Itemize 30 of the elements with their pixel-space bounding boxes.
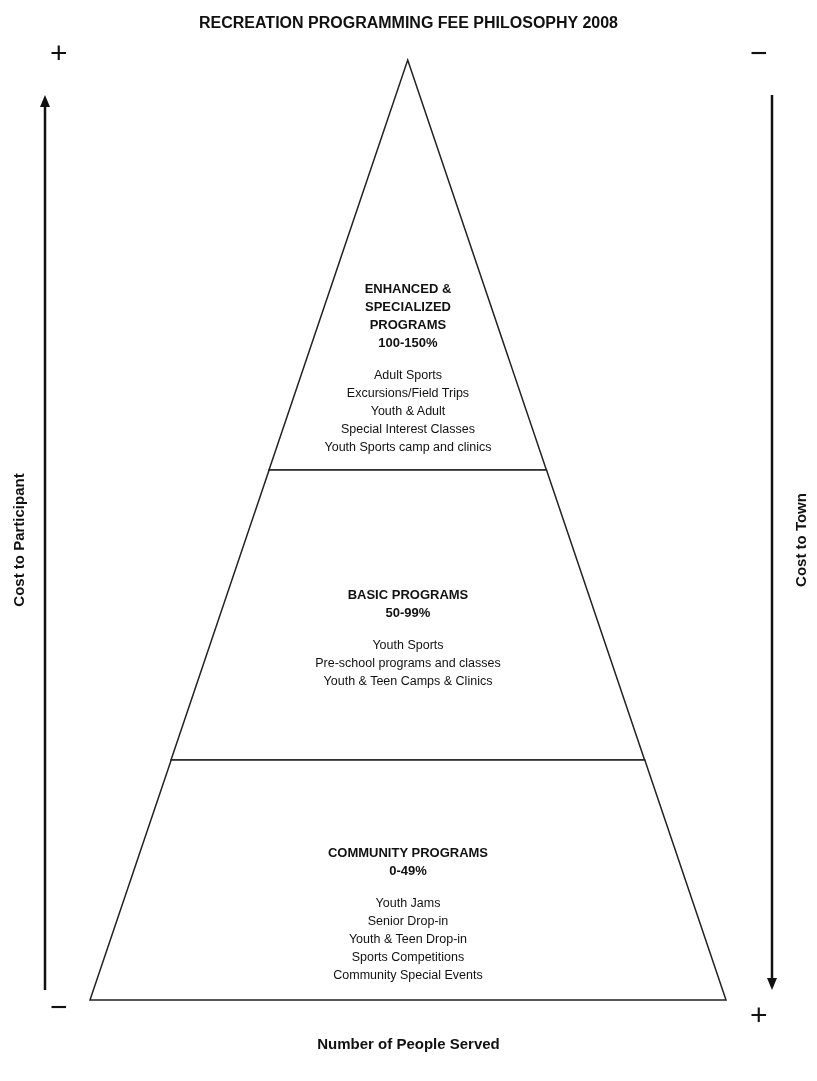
program-item: Sports Competitions <box>351 949 465 966</box>
program-item: Pre-school programs and classes <box>315 655 501 672</box>
program-item: Adult Sports <box>373 367 443 384</box>
program-item: Youth & Adult <box>370 403 446 420</box>
program-item: Senior Drop-in <box>367 913 449 930</box>
diagram-title: RECREATION PROGRAMMING FEE PHILOSOPHY 2008 <box>198 14 619 32</box>
pyramid-tier <box>90 760 726 1000</box>
tier-heading: BASIC PROGRAMS <box>347 586 469 604</box>
percentage-range: 0-49% <box>389 862 427 880</box>
pyramid-tier <box>269 60 547 470</box>
minus-sign: − <box>750 38 768 68</box>
program-item: Youth Sports camp and clinics <box>324 439 492 456</box>
percentage-range: 100-150% <box>378 334 438 352</box>
axis-label: Cost to Town <box>791 493 809 587</box>
program-item: Youth & Teen Drop-in <box>348 931 468 948</box>
minus-sign: − <box>50 992 68 1022</box>
plus-sign: + <box>750 1000 768 1030</box>
program-item: Youth & Teen Camps & Clinics <box>323 673 493 690</box>
axis-label: Cost to Participant <box>9 473 27 607</box>
pyramid-tier <box>171 470 645 760</box>
program-item: Excursions/Field Trips <box>346 385 470 402</box>
program-item: Youth Sports <box>372 637 444 654</box>
axis-label: Number of People Served <box>316 1035 501 1052</box>
program-item: Youth Jams <box>375 895 441 912</box>
tier-heading: ENHANCED & SPECIALIZED PROGRAMS <box>363 280 453 334</box>
program-item: Community Special Events <box>333 967 483 984</box>
tier-heading: COMMUNITY PROGRAMS <box>327 844 489 862</box>
plus-sign: + <box>50 38 68 68</box>
percentage-range: 50-99% <box>385 604 431 622</box>
program-item: Special Interest Classes <box>340 421 476 438</box>
